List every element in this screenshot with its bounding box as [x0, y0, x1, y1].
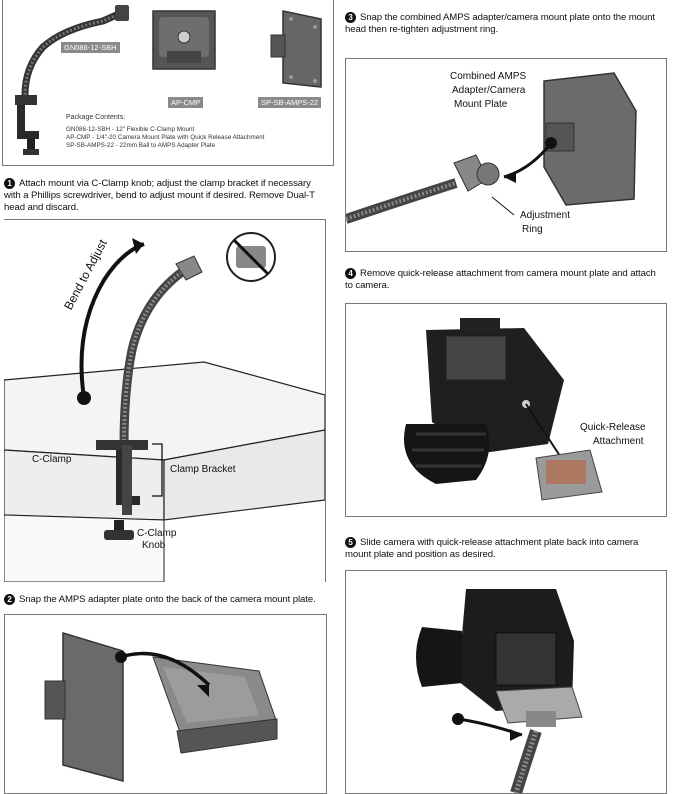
step-4-illustration-panel: Quick-Release Attachment [345, 303, 667, 517]
step-1-number: 1 [4, 178, 15, 189]
package-contents-illustration [15, 5, 322, 155]
step-5-text: Slide camera with quick-release attachme… [345, 537, 639, 560]
step-2-illustration-panel [4, 614, 327, 794]
label-adjustment-ring-line1: Adjustment [520, 210, 571, 221]
camera-attachment-illustration [404, 318, 603, 501]
label-quick-release-line1: Quick-Release [580, 422, 646, 433]
step-1-illustration-panel: Bend to Adjust C-Clamp Clamp Bracket C-C… [4, 219, 326, 582]
step-2-text: Snap the AMPS adapter plate onto the bac… [19, 594, 316, 605]
adapter-snap-illustration [44, 631, 278, 782]
label-combined-line2: Adapter/Camera [452, 85, 526, 96]
step-2-number: 2 [4, 594, 15, 605]
tag-gooseneck: GN086-12-SBH [61, 42, 120, 53]
package-line-1: GN086-12-SBH - 12" Flexible C-Clamp Moun… [66, 126, 195, 133]
camera-mounted-illustration [416, 589, 583, 793]
step-3-illustration-panel: Combined AMPS Adapter/Camera Mount Plate… [345, 58, 667, 252]
step-2-instruction: 2 Snap the AMPS adapter plate onto the ba… [4, 594, 326, 606]
mount-head-illustration [346, 72, 637, 224]
label-combined-line3: Mount Plate [454, 99, 508, 110]
tag-amps-adapter: SP-SB-AMPS-22 [258, 97, 322, 108]
label-c-clamp: C-Clamp [32, 454, 72, 465]
step-5-number: 5 [345, 537, 356, 548]
clamp-mount-illustration [4, 232, 325, 582]
package-contents-panel: GN086-12-SBH AP-CMP SP-SB-AMPS-22 Packag… [2, 0, 334, 166]
label-adjustment-ring-line2: Ring [522, 224, 543, 235]
step-3-number: 3 [345, 12, 356, 23]
package-contents-heading: Package Contents: [66, 114, 126, 121]
package-line-2: AP-CMP - 1/4"-20 Camera Mount Plate with… [66, 134, 265, 141]
step-1-text: Attach mount via C-Clamp knob; adjust th… [4, 178, 315, 213]
label-c-clamp-knob-line1: C-Clamp [137, 528, 177, 539]
label-quick-release-line2: Attachment [593, 436, 644, 447]
step-4-text: Remove quick-release attachment from cam… [345, 268, 656, 291]
label-c-clamp-knob-line2: Knob [142, 540, 166, 551]
tag-camera-plate: AP-CMP [168, 97, 204, 108]
step-3-text: Snap the combined AMPS adapter/camera mo… [345, 12, 655, 35]
label-clamp-bracket: Clamp Bracket [170, 464, 236, 475]
package-line-3: SP-SB-AMPS-22 - 22mm Ball to AMPS Adapte… [66, 142, 216, 149]
step-5-illustration-panel [345, 570, 667, 794]
step-4-number: 4 [345, 268, 356, 279]
label-combined-line1: Combined AMPS [450, 71, 527, 82]
